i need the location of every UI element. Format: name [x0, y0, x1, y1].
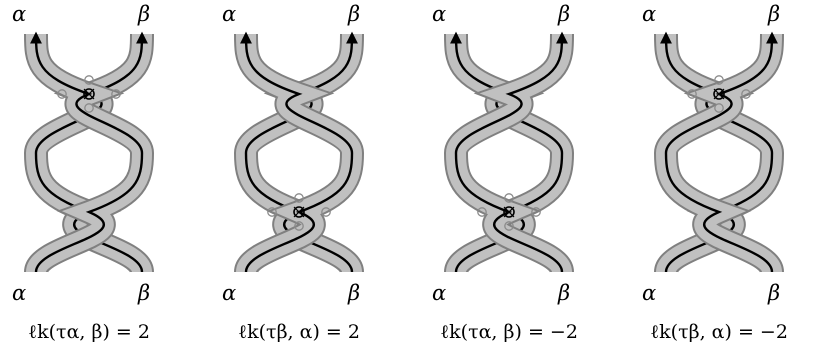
label-bottom-right: β: [137, 281, 150, 305]
marker-center: [293, 206, 305, 218]
ribbon-top-over-core-curve: [454, 31, 568, 154]
linking-number-formula: ℓk(τβ, α) = −2: [650, 321, 788, 343]
ribbon-bottom-over: [24, 152, 154, 276]
ribbon-top-over-core-curve: [30, 31, 144, 154]
marker-ring: [687, 89, 697, 99]
marker-ring: [267, 207, 277, 217]
ribbon-bottom-over-core-curve: [244, 152, 354, 273]
braid-panel-2: α β α β ℓk(τβ, α) = 2: [222, 2, 364, 343]
ribbon-top-over-core-curve: [664, 31, 778, 154]
label-bottom-left: α: [642, 281, 656, 305]
ribbon-top-over-core-curve: [240, 31, 354, 154]
braid-panel-1: α β α β ℓk(τα, β) = 2: [12, 2, 154, 343]
label-top-right: β: [137, 2, 150, 26]
marker-ring: [477, 207, 487, 217]
ribbon-bottom-over-core-curve: [454, 152, 564, 273]
marker-cross: [293, 206, 305, 218]
marker-ring: [321, 207, 331, 217]
label-top-left: α: [432, 2, 446, 26]
label-bottom-left: α: [12, 281, 26, 305]
marker-ring: [504, 221, 514, 231]
marker-cross: [503, 206, 515, 218]
crossing-marker-icon: [477, 193, 541, 231]
linking-number-formula: ℓk(τβ, α) = 2: [238, 321, 360, 343]
marker-cross: [713, 88, 725, 100]
label-bottom-left: α: [432, 281, 446, 305]
linking-number-formula: ℓk(τα, β) = 2: [28, 321, 150, 343]
label-top-right: β: [557, 2, 570, 26]
label-top-right: β: [347, 2, 360, 26]
ribbon-bottom-over: [444, 152, 574, 276]
ribbon-top-over: [24, 31, 154, 156]
label-top-left: α: [12, 2, 26, 26]
marker-center: [713, 88, 725, 100]
linking-number-formula: ℓk(τα, β) = −2: [440, 321, 578, 343]
label-top-left: α: [642, 2, 656, 26]
marker-ring: [531, 207, 541, 217]
marker-ring: [714, 75, 724, 85]
ribbon-bottom-over-core-curve: [34, 152, 144, 273]
ribbon-bottom-over: [654, 152, 784, 276]
marker-cross: [83, 88, 95, 100]
marker-ring: [504, 193, 514, 203]
label-bottom-right: β: [557, 281, 570, 305]
marker-ring: [57, 89, 67, 99]
ribbon-bottom-over: [234, 152, 364, 276]
crossing-marker-icon: [57, 75, 121, 113]
label-top-right: β: [767, 2, 780, 26]
label-bottom-left: α: [222, 281, 236, 305]
ribbon-top-over: [444, 31, 574, 156]
braid-panel-3: α β α β ℓk(τα, β) = −2: [432, 2, 578, 343]
label-bottom-right: β: [767, 281, 780, 305]
crossing-marker-icon: [687, 75, 751, 113]
marker-ring: [714, 103, 724, 113]
marker-ring: [84, 75, 94, 85]
marker-center: [503, 206, 515, 218]
marker-ring: [294, 221, 304, 231]
label-bottom-right: β: [347, 281, 360, 305]
marker-center: [83, 88, 95, 100]
label-top-left: α: [222, 2, 236, 26]
marker-ring: [294, 193, 304, 203]
braid-panel-4: α β α β ℓk(τβ, α) = −2: [642, 2, 788, 343]
marker-ring: [84, 103, 94, 113]
marker-ring: [741, 89, 751, 99]
ribbon-bottom-over-core-curve: [664, 152, 774, 273]
ribbon-top-over: [234, 31, 364, 156]
crossing-marker-icon: [267, 193, 331, 231]
marker-ring: [111, 89, 121, 99]
ribbon-top-over: [654, 31, 784, 156]
